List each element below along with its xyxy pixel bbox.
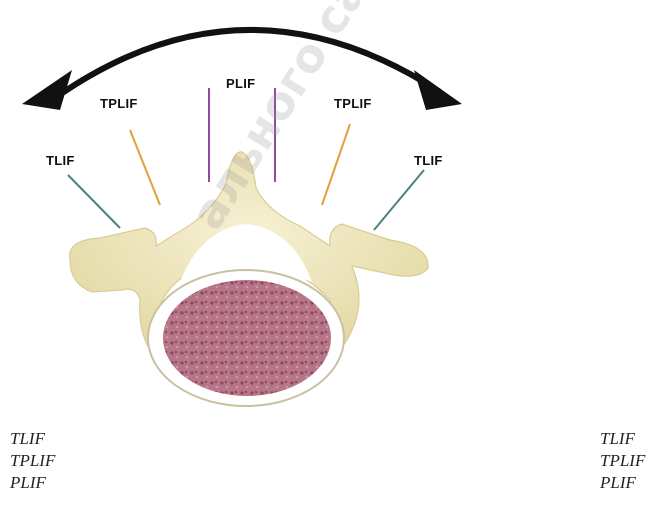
arrow-head-right [414, 70, 462, 110]
plif-label: PLIF [226, 76, 255, 91]
tplif-label-right: TPLIF [334, 96, 372, 111]
tlif-label-right: TLIF [414, 153, 443, 168]
legend-right: TLIF TPLIF PLIF [600, 428, 645, 494]
tlif-label-left: TLIF [46, 153, 75, 168]
tlif-line-right [374, 170, 424, 230]
legend-left-item: TPLIF [10, 450, 55, 472]
tplif-label-left: TPLIF [100, 96, 138, 111]
tlif-line-left [68, 175, 120, 228]
intervertebral-disc [163, 280, 331, 396]
arrow-head-left [22, 70, 72, 110]
legend-left-item: TLIF [10, 428, 55, 450]
legend-right-item: PLIF [600, 472, 645, 494]
legend-right-item: TLIF [600, 428, 645, 450]
legend-left: TLIF TPLIF PLIF [10, 428, 55, 494]
tplif-line-right [322, 124, 350, 205]
legend-right-item: TPLIF [600, 450, 645, 472]
legend-left-item: PLIF [10, 472, 55, 494]
tplif-line-left [130, 130, 160, 205]
